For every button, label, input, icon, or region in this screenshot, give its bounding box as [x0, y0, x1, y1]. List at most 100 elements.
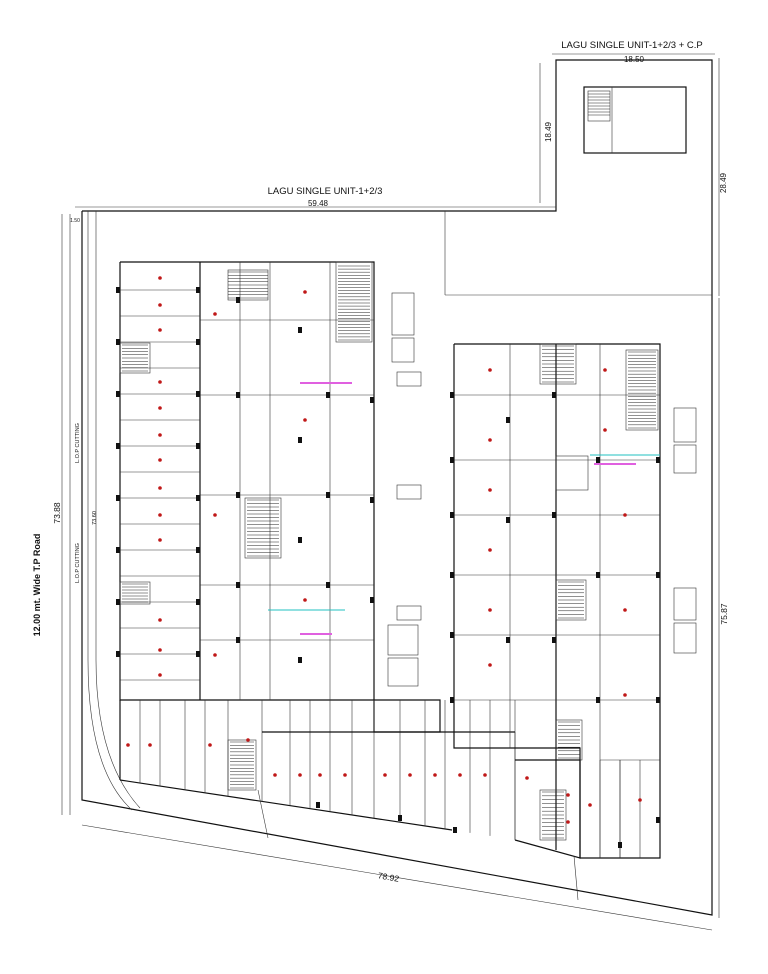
column: [116, 599, 120, 605]
column: [116, 547, 120, 553]
column: [596, 572, 600, 578]
column: [298, 657, 302, 663]
column: [596, 457, 600, 463]
unit-marker: [488, 368, 492, 372]
lop-cutting-lower: L.O.P CUTTING: [75, 543, 81, 583]
dim-right-lower: 75.87: [719, 603, 729, 625]
left-shop-partitions: [120, 289, 200, 681]
stair-hatches: [122, 265, 656, 839]
unit-marker: [488, 488, 492, 492]
column: [450, 392, 454, 398]
unit-marker: [158, 328, 162, 332]
unit-marker: [488, 608, 492, 612]
column: [298, 437, 302, 443]
unit-marker: [158, 276, 162, 280]
unit-markers: [126, 276, 642, 824]
column: [326, 582, 330, 588]
column: [236, 297, 240, 303]
unit-marker: [623, 513, 627, 517]
column: [196, 599, 200, 605]
dim-small-offset: 1.50: [70, 218, 80, 224]
front-shop-partitions: [139, 700, 516, 840]
column: [450, 632, 454, 638]
column: [116, 651, 120, 657]
unit-marker: [588, 803, 592, 807]
unit-marker: [158, 618, 162, 622]
dim-left-inner: 73.60: [92, 511, 98, 525]
unit-marker: [213, 653, 217, 657]
column: [326, 392, 330, 398]
dim-top-depth: 18.49: [544, 121, 553, 142]
unit-marker: [343, 773, 347, 777]
unit-marker: [213, 312, 217, 316]
unit-marker: [303, 598, 307, 602]
dim-bottom: 78.92: [377, 870, 400, 884]
unit-marker: [246, 738, 250, 742]
unit-marker: [148, 743, 152, 747]
column: [450, 457, 454, 463]
dim-top-width: 18.50: [624, 55, 645, 64]
unit-marker: [158, 433, 162, 437]
dim-right-upper: 28.49: [719, 172, 728, 193]
column: [298, 327, 302, 333]
column: [656, 817, 660, 823]
column: [196, 287, 200, 293]
unit-marker: [488, 548, 492, 552]
unit-marker: [158, 673, 162, 677]
unit-marker: [298, 773, 302, 777]
unit-marker: [303, 418, 307, 422]
unit-marker: [525, 776, 529, 780]
unit-marker: [158, 406, 162, 410]
unit-marker: [603, 368, 607, 372]
left-block: [119, 261, 453, 831]
column: [236, 582, 240, 588]
annex-building: [583, 86, 687, 154]
column: [326, 492, 330, 498]
unit-marker: [458, 773, 462, 777]
unit-marker: [126, 743, 130, 747]
column: [450, 697, 454, 703]
unit-marker: [158, 486, 162, 490]
column: [370, 397, 374, 403]
unit-marker: [158, 380, 162, 384]
column: [116, 443, 120, 449]
unit-marker: [303, 290, 307, 294]
unit-marker: [433, 773, 437, 777]
unit-marker: [158, 648, 162, 652]
column: [236, 637, 240, 643]
column: [116, 339, 120, 345]
site-boundary: [61, 53, 720, 931]
right-bottom-shops: [599, 760, 641, 858]
column: [196, 651, 200, 657]
unit-marker: [158, 458, 162, 462]
column: [506, 417, 510, 423]
unit-marker: [318, 773, 322, 777]
column: [450, 572, 454, 578]
column: [506, 517, 510, 523]
unit-marker: [383, 773, 387, 777]
unit-marker: [273, 773, 277, 777]
unit-marker: [488, 663, 492, 667]
column: [196, 391, 200, 397]
courtyard-notes: [257, 292, 697, 901]
column: [370, 497, 374, 503]
column: [196, 547, 200, 553]
unit-marker: [483, 773, 487, 777]
road-label: 12.00 mt. Wide T.P Road: [32, 534, 42, 637]
unit-marker: [623, 693, 627, 697]
unit-marker: [158, 538, 162, 542]
unit-marker: [213, 513, 217, 517]
column: [453, 827, 457, 833]
column: [196, 443, 200, 449]
dim-mid-width: 59.48: [308, 199, 329, 208]
column: [196, 339, 200, 345]
column: [656, 697, 660, 703]
dim-left-outer: 73.88: [52, 502, 62, 524]
column: [116, 495, 120, 501]
lop-cutting-upper: L.O.P CUTTING: [75, 423, 81, 463]
column: [506, 637, 510, 643]
column: [656, 572, 660, 578]
column: [370, 597, 374, 603]
unit-marker: [208, 743, 212, 747]
